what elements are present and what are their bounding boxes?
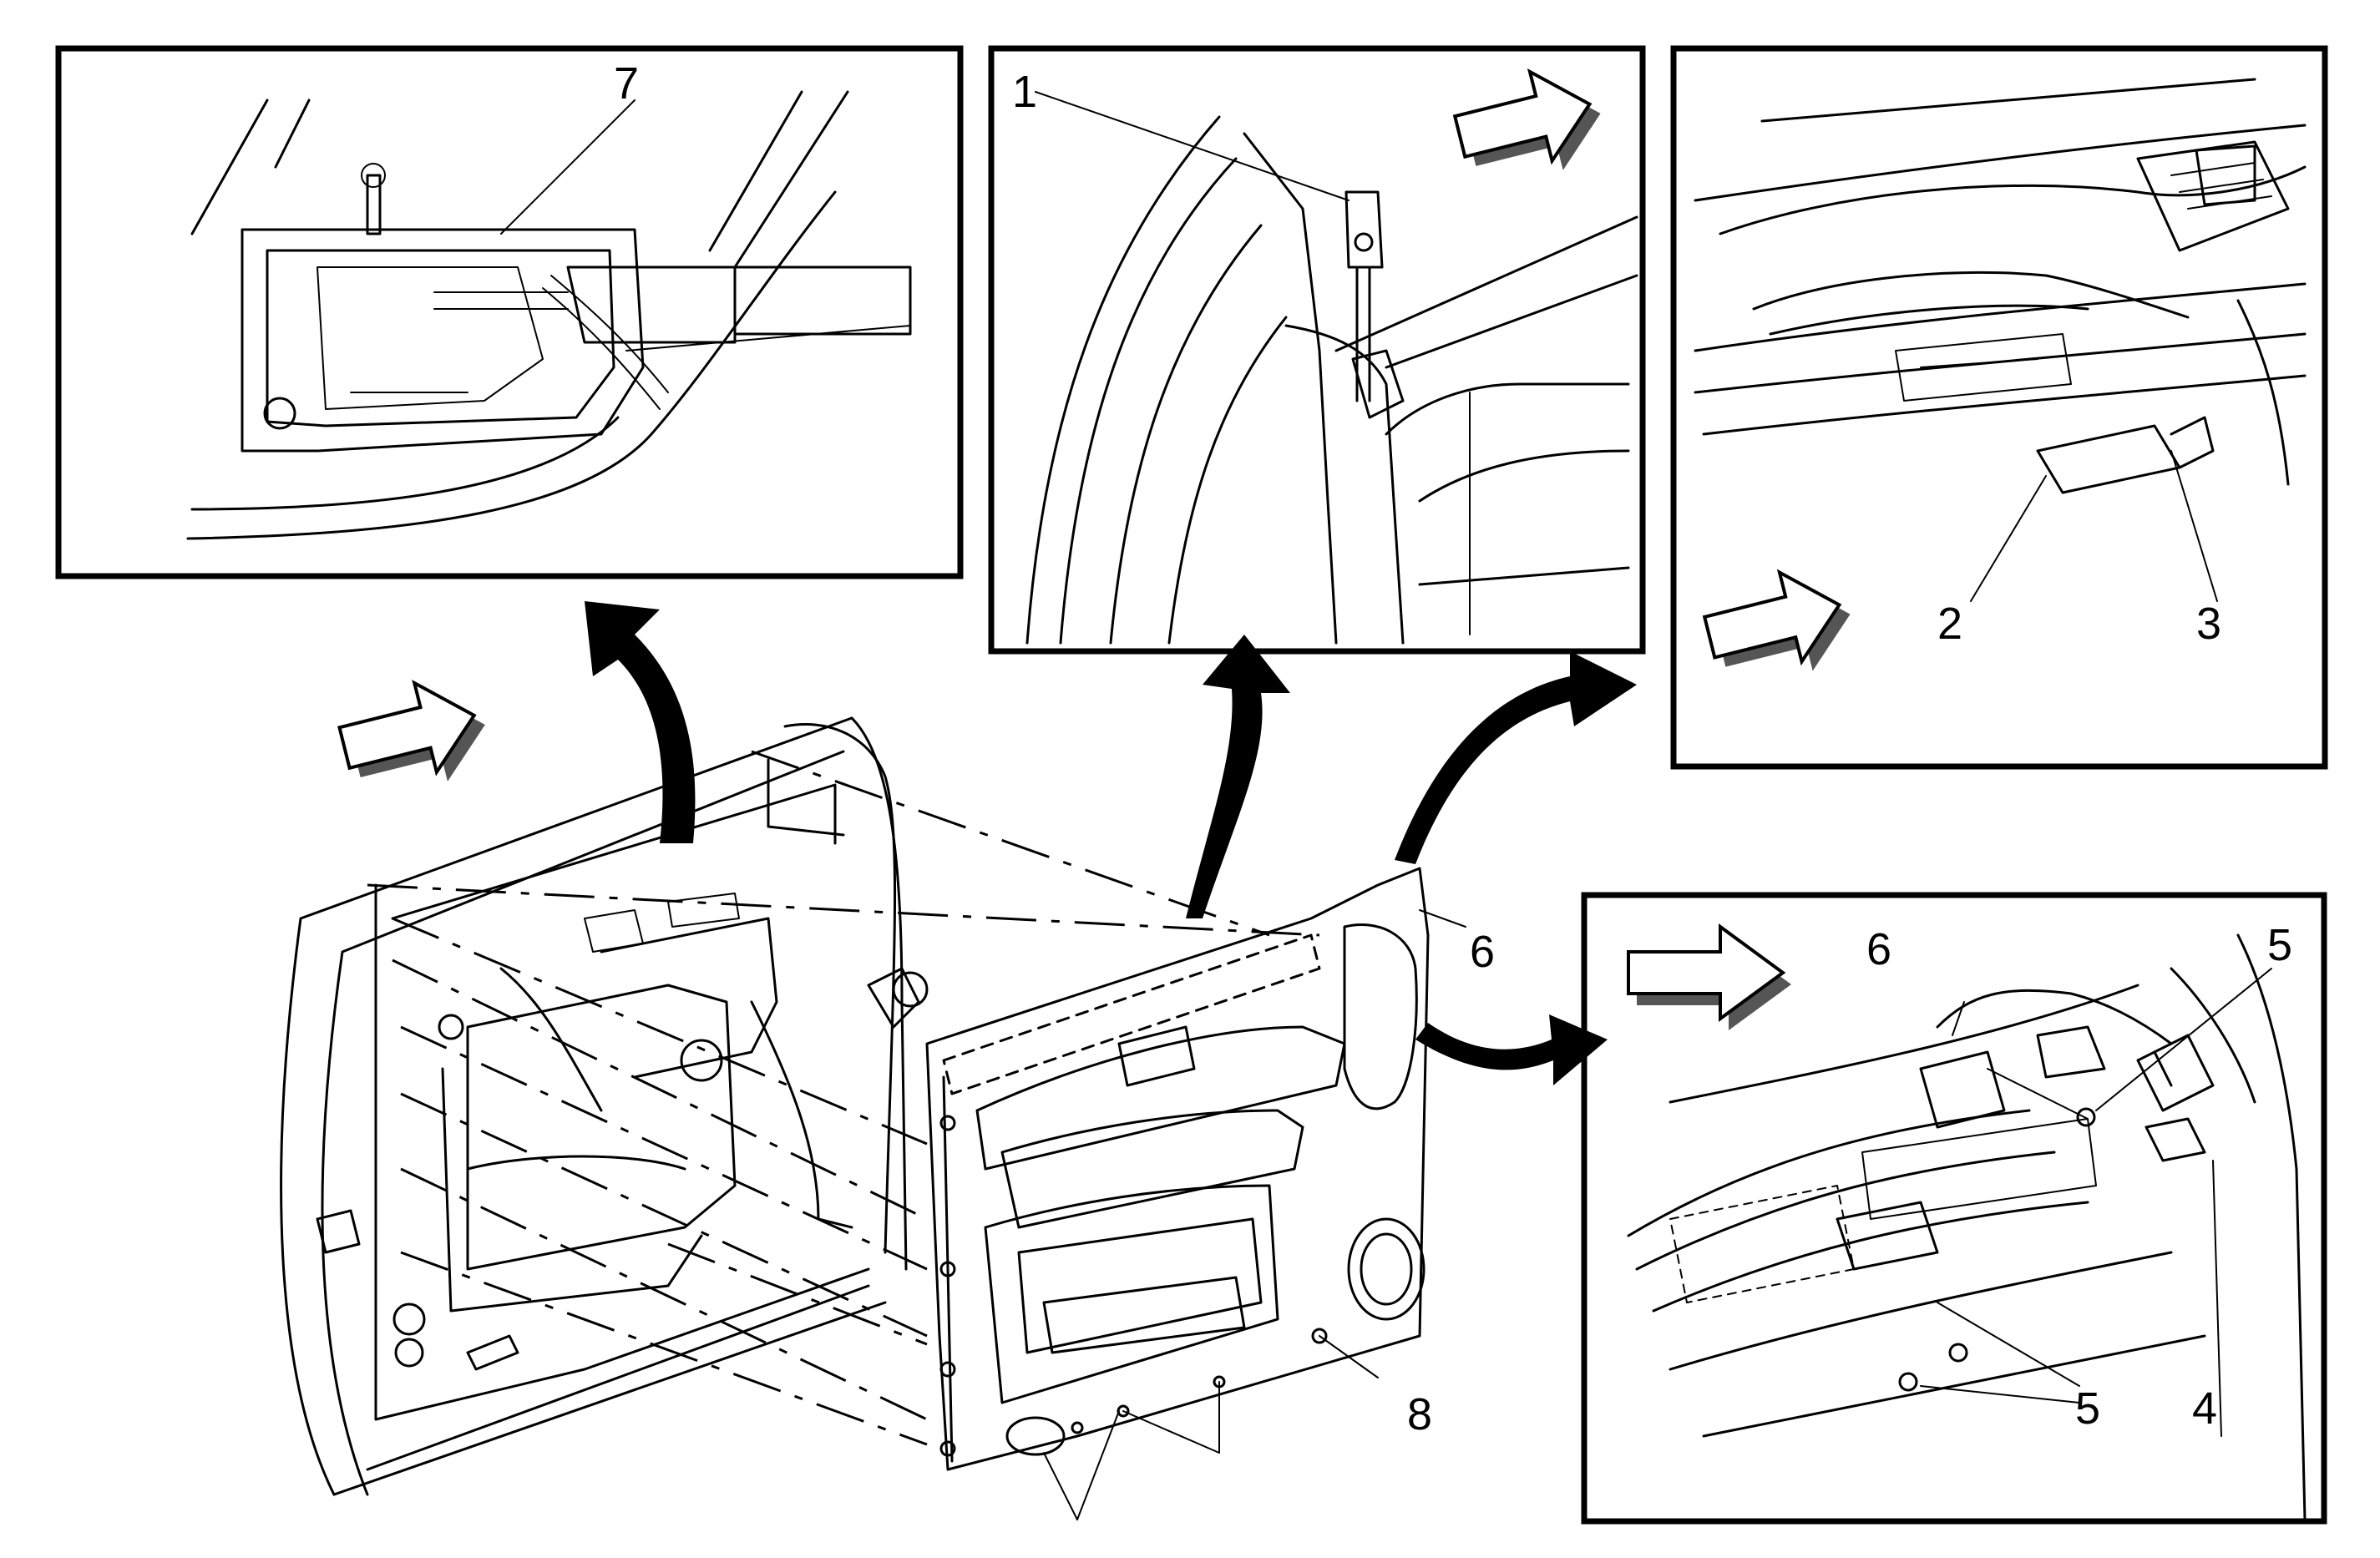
callout-5-bottom: 5 — [2075, 1383, 2100, 1434]
callout-4: 4 — [2192, 1383, 2217, 1434]
pointer-arrow-to-box-b — [1186, 635, 1290, 918]
pointer-arrow-to-box-d — [1415, 1014, 1608, 1085]
main-exploded-view: 6 8 — [280, 601, 1637, 1520]
callout-1: 1 — [1012, 67, 1037, 117]
callout-3: 3 — [2196, 599, 2221, 649]
detail-view-pull-cup-fasteners: 2 3 — [1670, 45, 2328, 770]
callout-6-detail: 6 — [1866, 924, 1891, 974]
pointer-arrow-to-box-a — [585, 601, 696, 843]
detail-view-armrest-screws: 6 5 5 4 — [1581, 892, 2327, 1525]
callout-8: 8 — [1407, 1389, 1432, 1439]
callout-6-main: 6 — [1470, 927, 1495, 977]
callout-2: 2 — [1937, 599, 1962, 649]
callout-7: 7 — [614, 58, 639, 109]
detail-view-door-handle-connector: 7 — [55, 45, 964, 579]
pointer-arrow-to-box-c — [1395, 651, 1637, 864]
detail-view-mirror-harness: 1 — [988, 45, 1646, 655]
callout-5-top: 5 — [2267, 920, 2292, 970]
